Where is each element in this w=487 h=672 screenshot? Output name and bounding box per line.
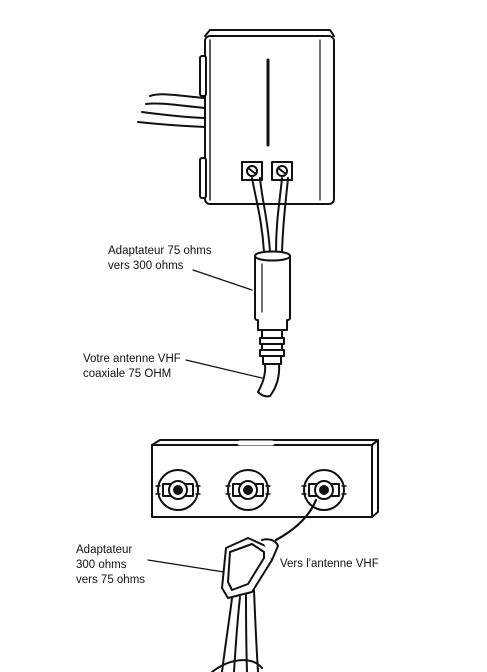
receiver-back-box bbox=[199, 29, 335, 205]
outgoing-flat-cable bbox=[211, 589, 263, 672]
f-connector-left bbox=[155, 469, 201, 511]
coax-cable bbox=[257, 363, 281, 398]
screw-terminals bbox=[241, 161, 293, 181]
f-connector-right bbox=[301, 469, 347, 511]
label-line: vers 300 ohms bbox=[108, 260, 184, 272]
f-connector-middle bbox=[225, 469, 271, 511]
leader-line-adapter-bottom bbox=[147, 559, 225, 573]
label-adapter-75-to-300: Adaptateur 75 ohms vers 300 ohms bbox=[108, 244, 212, 274]
label-to-vhf-antenna: Vers l'antenne VHF bbox=[280, 557, 379, 572]
label-adapter-300-to-75: Adaptateur 300 ohms vers 75 ohms bbox=[76, 543, 145, 588]
coax-connector bbox=[259, 329, 285, 365]
label-line: Adaptateur bbox=[76, 544, 133, 556]
label-line: Votre antenne VHF bbox=[83, 353, 181, 365]
label-line: Adaptateur 75 ohms bbox=[108, 245, 212, 257]
label-line: Vers l'antenne VHF bbox=[280, 558, 379, 570]
incoming-flat-cable bbox=[137, 93, 206, 128]
balun-adapter bbox=[254, 250, 291, 331]
leader-line-antenna-top bbox=[185, 359, 263, 379]
leader-line-adapter-top bbox=[192, 269, 253, 291]
label-vhf-coax-antenna: Votre antenne VHF coaxiale 75 OHM bbox=[83, 352, 181, 382]
adapter-twin-lead bbox=[251, 177, 289, 253]
label-line: vers 75 ohms bbox=[76, 574, 146, 586]
small-adapter-plug bbox=[221, 537, 279, 599]
connector-lead bbox=[274, 498, 318, 542]
label-line: coaxiale 75 OHM bbox=[83, 368, 172, 380]
label-line: 300 ohms bbox=[76, 559, 127, 571]
